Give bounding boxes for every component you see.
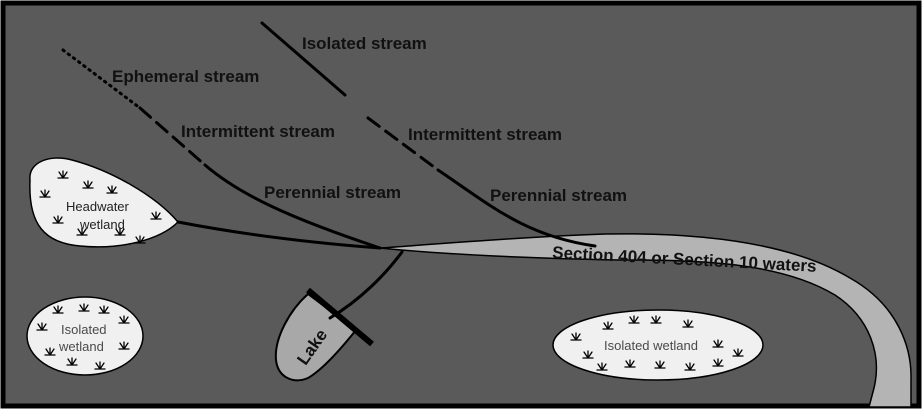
intermittent-stream-line-right [366, 116, 440, 172]
ephemeral-stream-label: Ephemeral stream [112, 67, 259, 86]
ephemeral-stream-line [61, 48, 142, 110]
section-waters-river [379, 233, 912, 408]
isolated-wetland-left [26, 296, 144, 376]
lake-dam [306, 287, 374, 347]
headwater-outflow-line [176, 220, 382, 250]
isolated-wetland-left-label-line1: Isolated [61, 322, 107, 337]
perennial-stream-line-right [436, 168, 597, 248]
isolated-wetland-right [552, 309, 764, 381]
headwater-wetland-label-line2: wetland [79, 217, 125, 232]
perennial-stream-label-right: Perennial stream [490, 186, 627, 205]
isolated-wetland-left-label-line2: wetland [58, 339, 104, 354]
isolated-wetland-right-label: Isolated wetland [604, 338, 698, 353]
intermittent-stream-label-left: Intermittent stream [181, 122, 335, 141]
headwater-wetland-label-line1: Headwater [66, 199, 130, 214]
intermittent-stream-label-right: Intermittent stream [408, 125, 562, 144]
perennial-stream-line-left [203, 163, 382, 250]
isolated-stream-label: Isolated stream [302, 34, 427, 53]
intermittent-stream-line-left [138, 106, 207, 167]
lake-connector-line [328, 250, 404, 320]
perennial-stream-label-left: Perennial stream [264, 183, 401, 202]
isolated-stream-line [260, 21, 347, 97]
